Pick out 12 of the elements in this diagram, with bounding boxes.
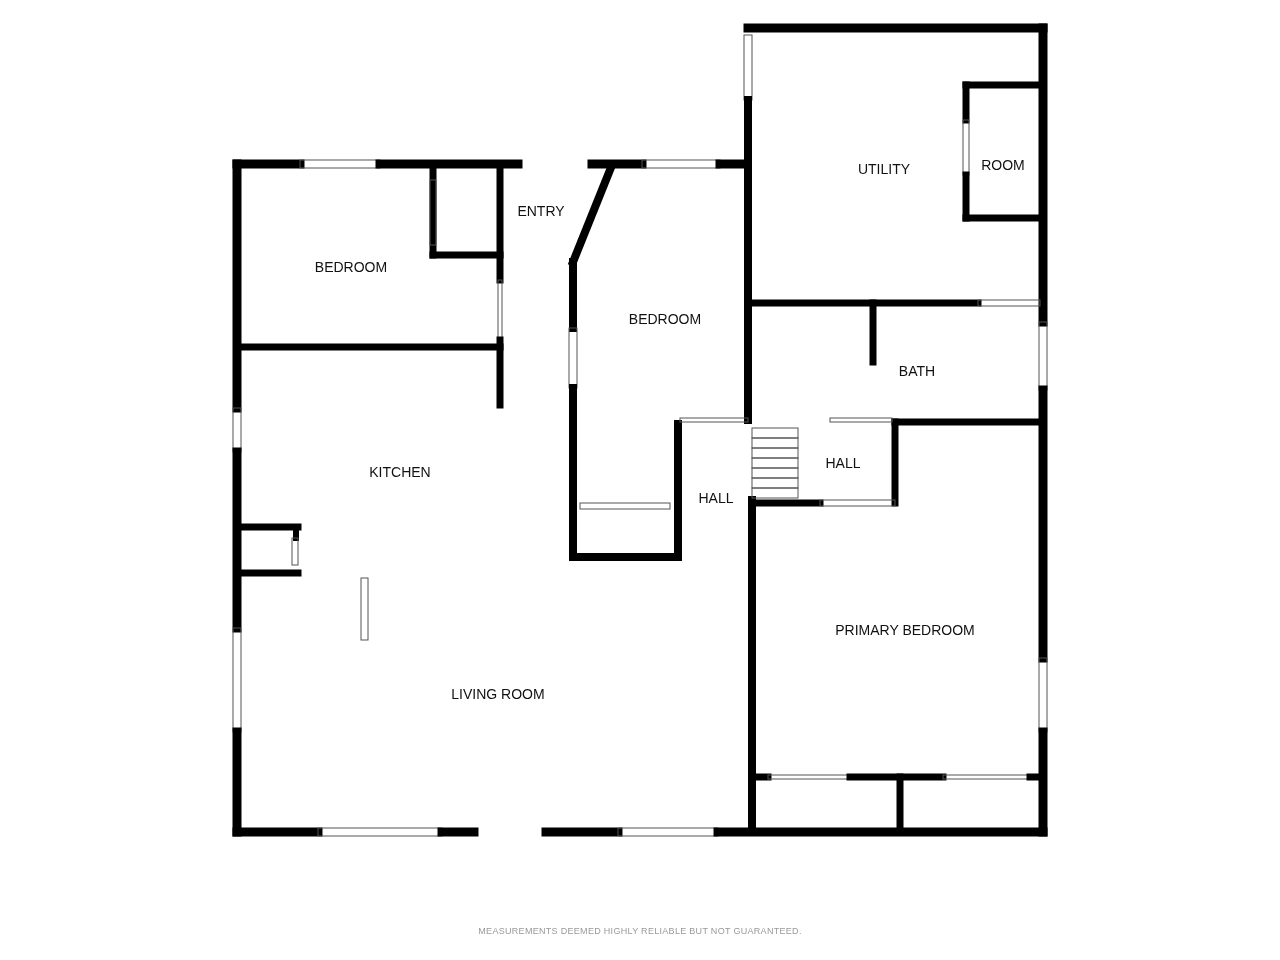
room-label: KITCHEN: [369, 464, 431, 480]
room-label: LIVING ROOM: [451, 686, 545, 702]
room-label: ROOM: [981, 157, 1025, 173]
room-label: BATH: [898, 363, 936, 379]
room-label: ENTRY: [517, 203, 565, 219]
room-label: PRIMARY BEDROOM: [835, 622, 975, 638]
room-label: HALL: [698, 490, 734, 506]
room-label: UTILITY: [857, 161, 911, 177]
room-label: HALL: [825, 455, 861, 471]
room-label: BEDROOM: [628, 311, 702, 327]
footer-note: MEASUREMENTS DEEMED HIGHLY RELIABLE BUT NOT GUARANTEED.: [478, 926, 802, 936]
room-label: BEDROOM: [314, 259, 388, 275]
